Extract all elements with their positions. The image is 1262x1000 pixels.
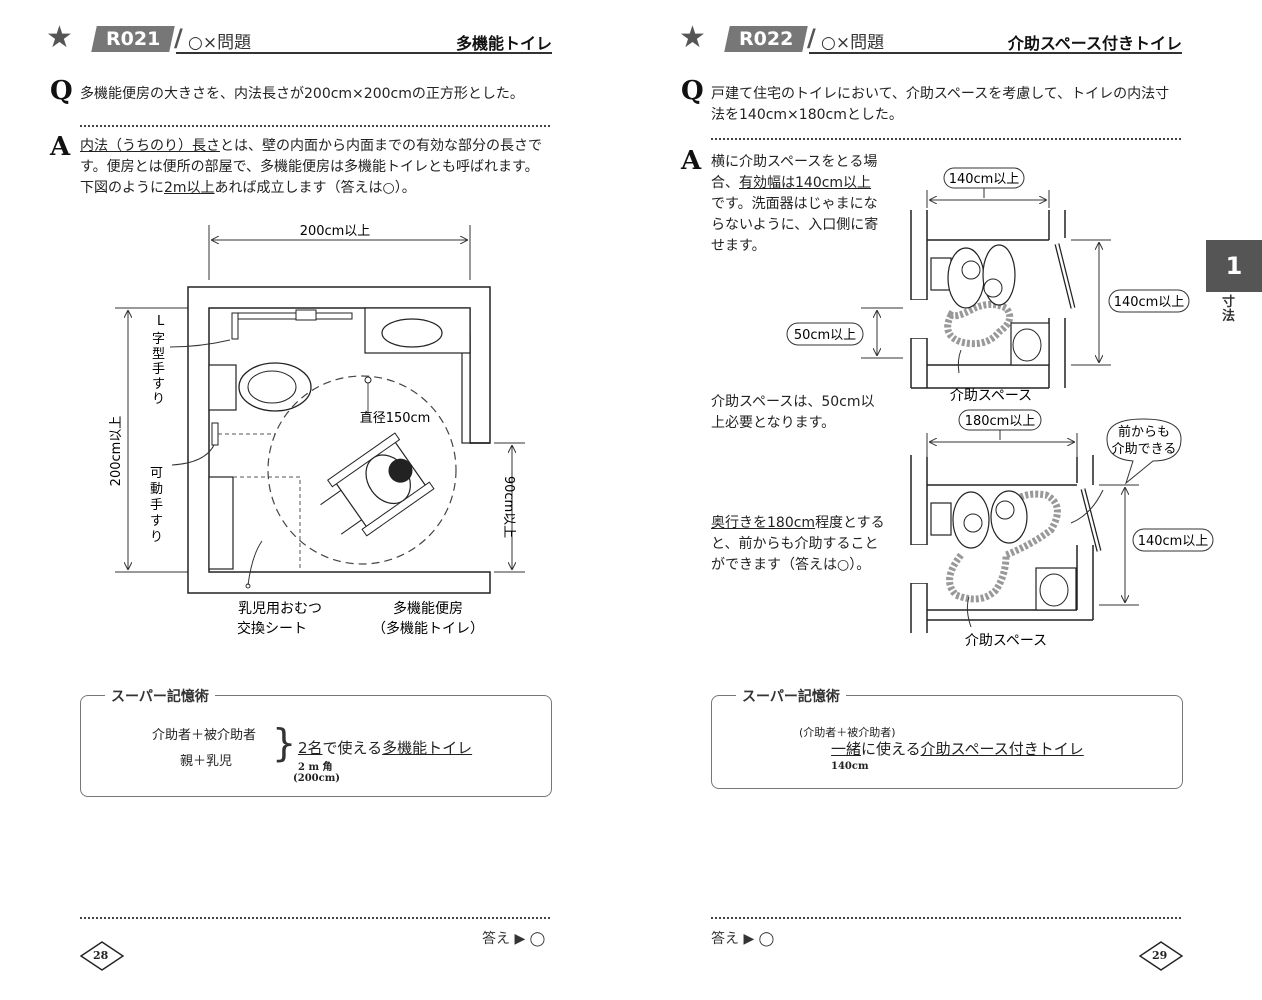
callout-line-2: 介助できる xyxy=(1112,442,1177,457)
diameter-label: 直径150cm xyxy=(360,411,431,426)
memo-phrase: 一緒に使える介助スペース付きトイレ xyxy=(831,740,1084,758)
memo-note: (介助者＋被介助者) xyxy=(799,726,896,739)
left-header: ★ R021 / ○×問題 多機能トイレ xyxy=(46,22,552,54)
bottom-depth-label: 140cm以上 xyxy=(1138,534,1209,549)
answer-paragraph-1: 横に介助スペースをとる場 合、有効幅は140cm以上 です。洗面器はじゃまにな … xyxy=(711,154,879,254)
memo-sub-1: 2 m 角 xyxy=(298,762,333,773)
diaper-table-label-1: 乳児用おむつ xyxy=(238,601,322,617)
width-dimension-label: 200cm以上 xyxy=(300,224,371,239)
answer-paragraph-3: 奥行きを180cm程度とする と、前からも介助すること ができます（答えは○）。 xyxy=(711,515,885,573)
memo-brace-icon: } xyxy=(272,721,297,765)
multifunction-toilet-plan: 200cm以上 200cm以上 直径150cm xyxy=(109,224,525,637)
question-text: 多機能便房の大きさを、内法長さが200cm×200cmの正方形とした。 xyxy=(80,86,524,102)
header-rule xyxy=(809,52,1182,54)
memo-phrase: 2名で使える多機能トイレ xyxy=(298,739,473,757)
question-code: R022 xyxy=(724,26,808,52)
two-meter-term: 2m以上 xyxy=(164,180,215,196)
front-assist-toilet-plan: 180cm以上 140cm以上 前 xyxy=(909,409,1214,649)
question-text: 戸建て住宅のトイレにおいて、介助スペースを考慮して、トイレの内法寸 法を140c… xyxy=(711,86,1170,123)
top-space-label: 50cm以上 xyxy=(794,328,856,343)
wheelchair-icon xyxy=(320,432,435,537)
slash-icon: / xyxy=(174,24,183,52)
star-icon: ★ xyxy=(46,20,73,55)
slash-icon: / xyxy=(807,24,816,52)
door-width-label: 90cm以上 xyxy=(501,476,516,538)
l-handrail-vertical-label: 字型手すり xyxy=(152,332,165,407)
memory-tip-title: スーパー記憶術 xyxy=(736,686,846,706)
answer-label: 答え ▶ ◯ xyxy=(711,931,775,947)
question-code: R021 xyxy=(91,26,175,52)
chapter-tab-label: 寸法 xyxy=(1222,295,1236,324)
question-letter: Q xyxy=(681,76,704,106)
answer-paragraph-2: 介助スペースは、50cm以 上必要となります。 xyxy=(711,394,875,431)
answer-text: 内法（うちのり）長さとは、壁の内面から内面までの有効な部分の長さで す。便房とは… xyxy=(80,138,542,196)
answer-letter: A xyxy=(50,132,71,162)
page-number: 28 xyxy=(93,949,109,962)
room-label-2: （多機能トイレ） xyxy=(372,620,484,637)
topic-title: 介助スペース付きトイレ xyxy=(1007,34,1182,53)
dotted-divider xyxy=(711,138,1181,140)
right-page: ★ R022 / ○×問題 介助スペース付きトイレ Q 戸建て住宅のトイレにおい… xyxy=(631,0,1262,1000)
memory-tip-box xyxy=(711,695,1183,789)
room-label-1: 多機能便房 xyxy=(393,600,463,617)
bottom-assist-space-label: 介助スペース xyxy=(965,633,1047,649)
footer-dotted-divider xyxy=(711,917,1181,919)
page-number: 29 xyxy=(1152,949,1168,962)
memo-row-1: 介助者＋被介助者 xyxy=(152,728,257,743)
memo-sub-2: (200cm) xyxy=(293,773,341,784)
header-rule xyxy=(176,52,552,54)
question-type: ○×問題 xyxy=(188,33,252,53)
l-handrail-label: L xyxy=(157,314,165,329)
top-width-label: 140cm以上 xyxy=(949,172,1020,187)
diaper-table-label-2: 交換シート xyxy=(237,620,307,637)
chapter-tab: 1 xyxy=(1206,240,1262,292)
inner-length-term: 内法（うちのり）長さ xyxy=(80,138,220,154)
memo-row-2: 親＋乳児 xyxy=(180,754,233,769)
dotted-divider xyxy=(80,125,550,127)
topic-title: 多機能トイレ xyxy=(455,34,552,53)
page-number-badge xyxy=(79,941,125,971)
answer-letter: A xyxy=(681,146,702,176)
left-page: ★ R021 / ○×問題 多機能トイレ Q 多機能便房の大きさを、内法長さが2… xyxy=(46,22,552,971)
bottom-width-label: 180cm以上 xyxy=(965,414,1036,429)
right-header: ★ R022 / ○×問題 介助スペース付きトイレ xyxy=(679,22,1182,54)
memo-sub: 140cm xyxy=(831,761,869,772)
callout-line-1: 前からも xyxy=(1118,424,1170,440)
page-number-badge xyxy=(1138,941,1184,971)
question-type: ○×問題 xyxy=(821,33,885,53)
movable-handrail-label: 可動手すり xyxy=(150,466,163,545)
memory-tip-title: スーパー記憶術 xyxy=(105,686,215,706)
memory-tip-box xyxy=(80,695,552,797)
top-assist-space-label: 介助スペース xyxy=(950,388,1032,404)
side-assist-toilet-plan: 140cm以上 140cm以上 xyxy=(786,167,1190,404)
question-letter: Q xyxy=(50,76,73,106)
height-dimension-label: 200cm以上 xyxy=(109,416,124,487)
top-depth-label: 140cm以上 xyxy=(1114,295,1185,310)
star-icon: ★ xyxy=(679,20,706,55)
footer-dotted-divider xyxy=(80,917,550,919)
answer-label: 答え ▶ ◯ xyxy=(482,931,546,947)
